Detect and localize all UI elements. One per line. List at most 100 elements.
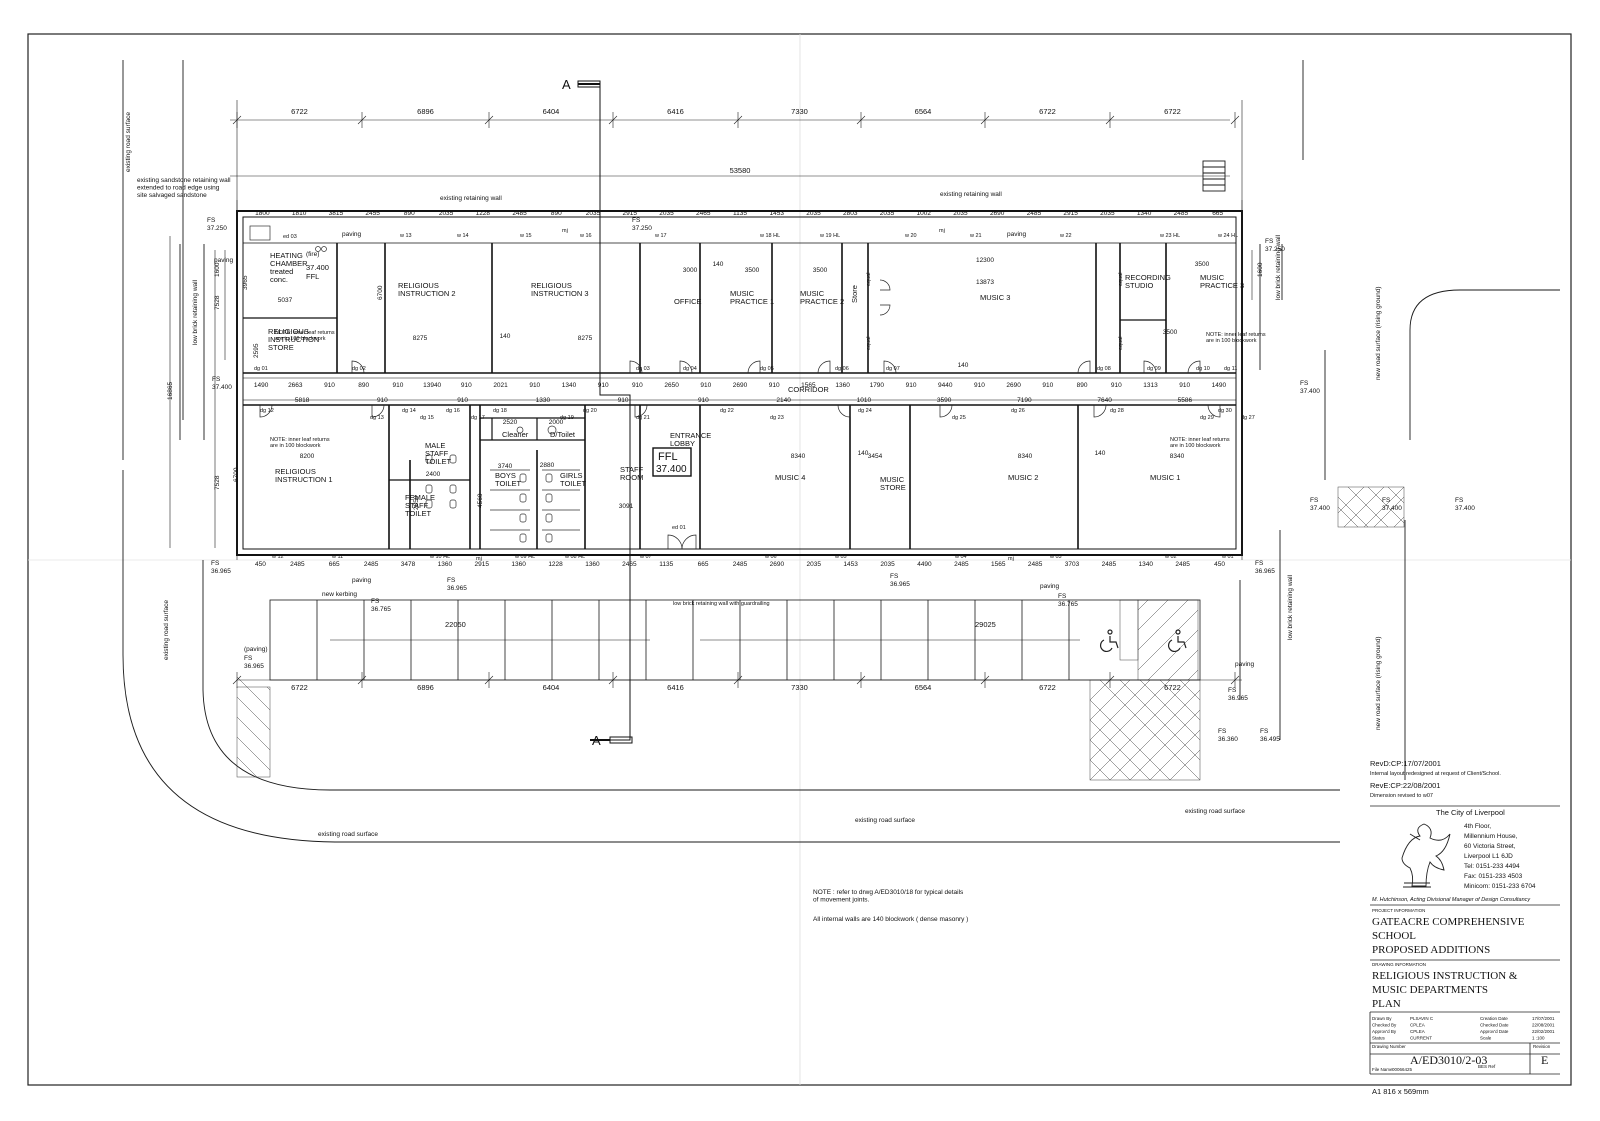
window-label: w 14 — [456, 233, 469, 239]
dimension-label: 2485 — [364, 561, 379, 568]
window-label: w 09 HL — [514, 554, 535, 560]
level-label-prefix: FS — [211, 560, 220, 567]
door-label: dg 04 — [683, 366, 697, 372]
room-label-store: Store — [850, 285, 859, 303]
manager-line: M. Hutchinson, Acting Divisional Manager… — [1372, 897, 1531, 903]
window-label: w 12 — [271, 554, 284, 560]
window-label: w 22 — [1059, 233, 1072, 239]
dimension-label: 16865 — [167, 382, 174, 400]
window-label: w 24 HL — [1217, 233, 1238, 239]
drawing-number-label: Drawing Number — [1372, 1044, 1406, 1049]
dimension-tick — [856, 112, 866, 128]
dimension-label: 2650 — [664, 382, 679, 389]
level-label-prefix: FS — [1260, 728, 1269, 735]
dimension-label: 3091 — [619, 503, 634, 510]
door-label: dg 10 — [1196, 366, 1210, 372]
door-label: dg 23 — [770, 415, 784, 421]
dimension-label: 2915 — [1063, 210, 1078, 217]
field-value: 1 :100 — [1532, 1036, 1545, 1041]
door-label: dg 26 — [1011, 408, 1025, 414]
level-label-prefix: FS — [371, 598, 380, 605]
new-kerbing-label: new kerbing — [322, 591, 357, 598]
dimension-label: 2690 — [1006, 382, 1021, 389]
dimension-label: 8340 — [791, 453, 806, 460]
dimension-label: 6700 — [377, 285, 384, 300]
room-label-cleaner: Cleaner — [502, 430, 529, 439]
paving-label: paving — [214, 257, 234, 264]
door-label: ed 01 — [672, 525, 686, 531]
drawing-title-line: MUSIC DEPARTMENTS — [1372, 984, 1488, 996]
title-block: The City of Liverpool 4th Floor, Millenn… — [1369, 805, 1560, 1096]
level-label-value: 36.965 — [890, 581, 910, 588]
dimension-label: 3500 — [745, 267, 760, 274]
level-label-value: 37.250 — [1265, 246, 1285, 253]
movement-joint-label: mj — [939, 228, 945, 234]
door-label: ed 03 — [283, 234, 297, 240]
dimension-label: 6722 — [1039, 107, 1056, 116]
room-label-corridor: CORRIDOR — [788, 385, 829, 394]
low-brick-wall-right-label: low brick retaining wall — [1275, 234, 1282, 300]
paving-bracket-label: (paving) — [244, 646, 267, 653]
window-label: w 18 HL — [759, 233, 780, 239]
level-label-prefix: FS — [207, 217, 216, 224]
level-labels: FS37.250FS37.250FS37.250FS37.400FS37.400… — [207, 217, 1475, 743]
door-label: dg 13 — [370, 415, 384, 421]
building-walls — [236, 210, 1243, 556]
dimension-tick — [484, 112, 494, 128]
dimension-label: 3740 — [498, 463, 513, 470]
level-label-prefix: FS — [447, 577, 456, 584]
dimension-label: 1135 — [659, 561, 673, 568]
project-heading: PROJECT INFORMATION — [1372, 908, 1425, 913]
level-label-prefix: FS — [1310, 497, 1319, 504]
door-label: dg 12 — [260, 408, 274, 414]
dimension-label: 2035 — [880, 561, 895, 568]
dimension-label: 140 — [713, 261, 724, 268]
dimension-label: 7528 — [214, 295, 221, 310]
overall-dimension: 53580 — [730, 166, 751, 175]
level-label-prefix: FS — [212, 376, 221, 383]
paving-label: paving — [1040, 583, 1060, 590]
window-label: w 20 — [904, 233, 917, 239]
dimension-label: 910 — [632, 382, 643, 389]
section-line — [577, 80, 633, 744]
door-label: dg 24 — [858, 408, 872, 414]
new-road-label-2: new road surface (rising ground) — [1375, 636, 1382, 730]
dimension-label: 3500 — [1163, 329, 1178, 336]
dimension-label: 910 — [698, 397, 709, 404]
window-label: w 06 — [764, 554, 777, 560]
road-bottom-label-3: existing road surface — [1185, 808, 1245, 815]
dimension-label: 140 — [858, 450, 869, 457]
road-bottom-label-2: existing road surface — [855, 817, 915, 824]
door-label: dg 28 — [1110, 408, 1124, 414]
level-label-prefix: FS — [1255, 560, 1264, 567]
dimension-label: 910 — [393, 382, 404, 389]
dimension-label: 2455 — [365, 210, 380, 217]
dimension-label: 2485 — [954, 561, 969, 568]
door-label: dg 02 — [352, 366, 366, 372]
level-label-value: 36.965 — [211, 568, 231, 575]
field-label: Drawn By — [1372, 1016, 1392, 1021]
field-label: Scale — [1480, 1036, 1492, 1041]
dimension-label: 6896 — [417, 683, 434, 692]
room-label-music3: MUSIC 3 — [980, 293, 1010, 302]
project-title-line: GATEACRE COMPREHENSIVE — [1372, 916, 1525, 928]
dimension-label: 6416 — [667, 107, 684, 116]
door-label: dg 07 — [886, 366, 900, 372]
door-label: dg 18 — [493, 408, 507, 414]
dimension-label: 2465 — [622, 561, 637, 568]
dimension-label: 6722 — [291, 107, 308, 116]
dimension-label: 2035 — [659, 210, 674, 217]
dimension-label: 2595 — [253, 343, 260, 358]
site-boundary — [122, 60, 1560, 843]
door-label: dg 11 — [1224, 366, 1237, 372]
section-mark-top: A — [562, 77, 571, 92]
